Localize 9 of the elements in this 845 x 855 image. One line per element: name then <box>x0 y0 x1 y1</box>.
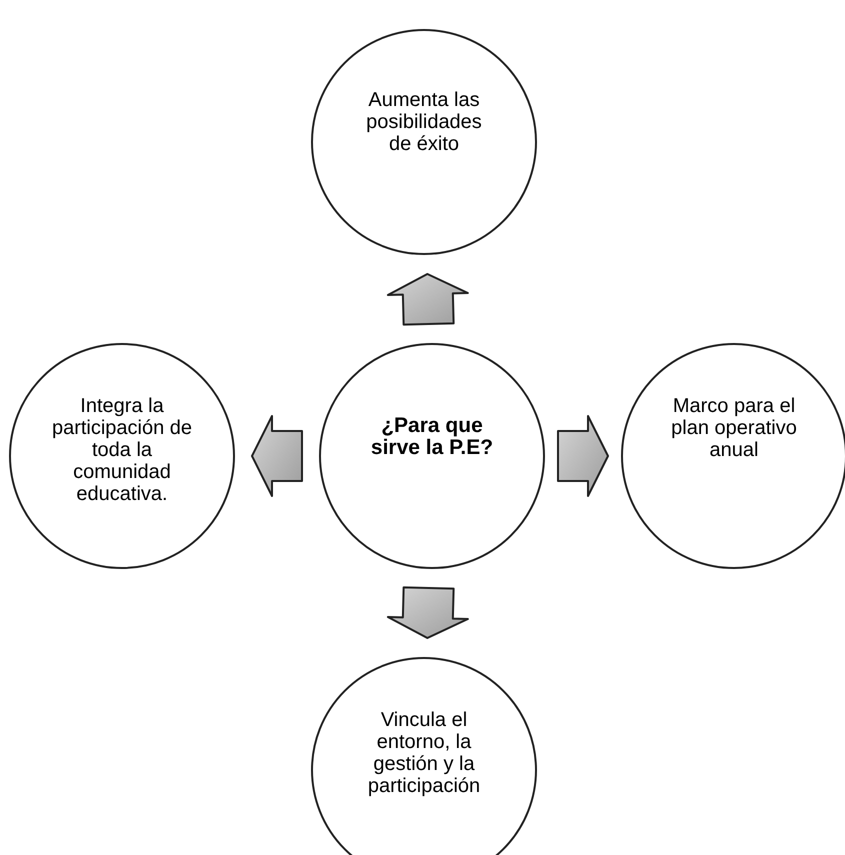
node-text: Vincula el entorno, la gestión y la participación <box>366 709 482 797</box>
block-arrow <box>386 586 469 639</box>
node-text: Aumenta las posibilidades de éxito <box>365 89 483 155</box>
node-text: Marco para el plan operativo anual <box>670 395 798 461</box>
node-text: Integra la participación de toda la comunidad educativa. <box>50 395 194 505</box>
block-arrow <box>386 273 469 326</box>
node-text: ¿Para que sirve la P.E? <box>370 415 494 459</box>
block-arrow <box>251 415 303 497</box>
block-arrow <box>557 415 609 497</box>
